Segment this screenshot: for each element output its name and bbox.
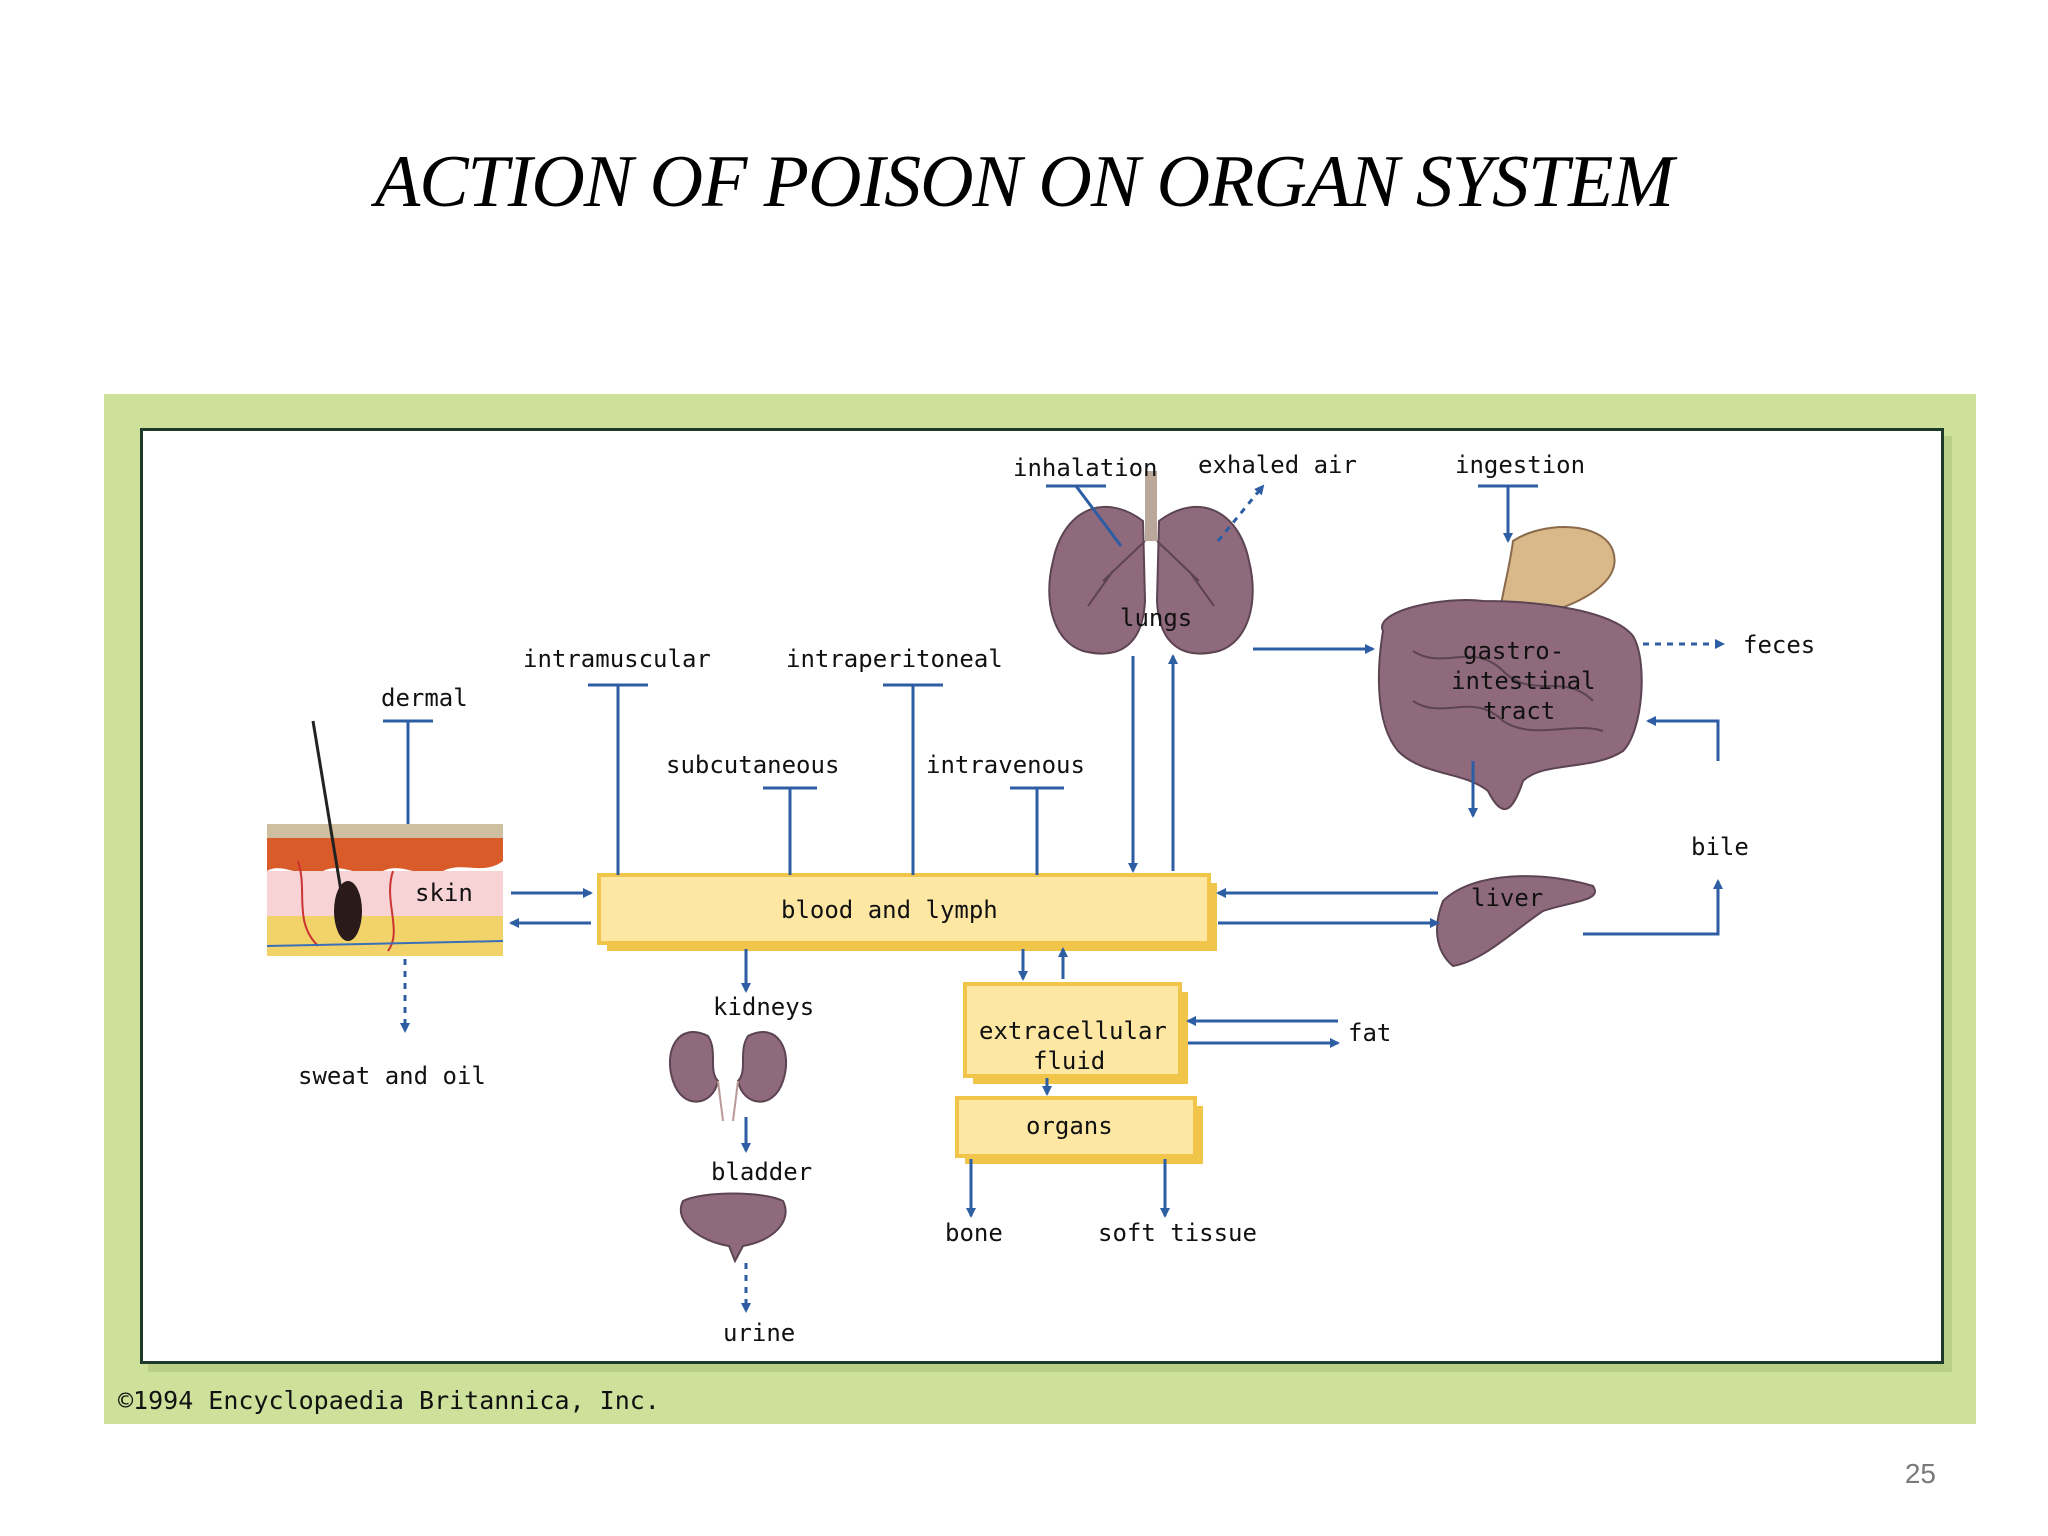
- sweat-oil-label: sweat and oil: [298, 1062, 486, 1090]
- gastro-label-1: gastro-: [1463, 637, 1564, 665]
- bile-label: bile: [1691, 833, 1749, 861]
- soft-tissue-label: soft tissue: [1098, 1219, 1257, 1247]
- kidneys-label: kidneys: [713, 993, 814, 1021]
- flow-connectors: [383, 484, 1725, 1313]
- kidneys-icon: [668, 1031, 788, 1122]
- organs-label: organs: [1026, 1112, 1113, 1140]
- lungs-label: lungs: [1120, 604, 1192, 632]
- skin-section-icon: [266, 720, 504, 956]
- diagram-frame: inhalation exhaled air ingestion lungs g…: [104, 394, 1976, 1424]
- bone-label: bone: [945, 1219, 1003, 1247]
- urine-label: urine: [723, 1319, 795, 1347]
- slide-title: ACTION OF POISON ON ORGAN SYSTEM: [375, 141, 1674, 223]
- ingestion-label: ingestion: [1455, 451, 1585, 479]
- extracellular-label-1: extracellular: [979, 1017, 1167, 1045]
- extracellular-label-2: fluid: [1033, 1047, 1105, 1075]
- feces-label: feces: [1743, 631, 1815, 659]
- fat-label: fat: [1348, 1019, 1391, 1047]
- stomach-intestine-icon: [1377, 526, 1643, 811]
- diagram-panel: inhalation exhaled air ingestion lungs g…: [140, 428, 1944, 1364]
- inhalation-label: inhalation: [1013, 454, 1158, 482]
- dermal-label: dermal: [381, 684, 468, 712]
- exhaled-air-label: exhaled air: [1198, 451, 1357, 479]
- bladder-icon: [680, 1192, 787, 1264]
- intravenous-label: intravenous: [926, 751, 1085, 779]
- organs-box: [955, 1096, 1203, 1164]
- blood-lymph-label: blood and lymph: [781, 896, 998, 924]
- copyright-notice: ©1994 Encyclopaedia Britannica, Inc.: [118, 1386, 660, 1415]
- subcutaneous-label: subcutaneous: [666, 751, 839, 779]
- liver-icon: [1436, 875, 1596, 968]
- bladder-label: bladder: [711, 1158, 812, 1186]
- skin-label: skin: [415, 879, 473, 907]
- blood-lymph-box: [597, 873, 1217, 951]
- lungs-icon: [1048, 471, 1254, 655]
- page-number: 25: [1904, 1458, 1936, 1489]
- poison-pathway-diagram: inhalation exhaled air ingestion lungs g…: [266, 451, 1815, 1347]
- liver-label: liver: [1471, 884, 1543, 912]
- gastro-label-2: intestinal: [1451, 667, 1596, 695]
- gastro-label-3: tract: [1483, 697, 1555, 725]
- intraperitoneal-label: intraperitoneal: [786, 645, 1003, 673]
- extracellular-fluid-box: [963, 982, 1188, 1084]
- intramuscular-label: intramuscular: [523, 645, 711, 673]
